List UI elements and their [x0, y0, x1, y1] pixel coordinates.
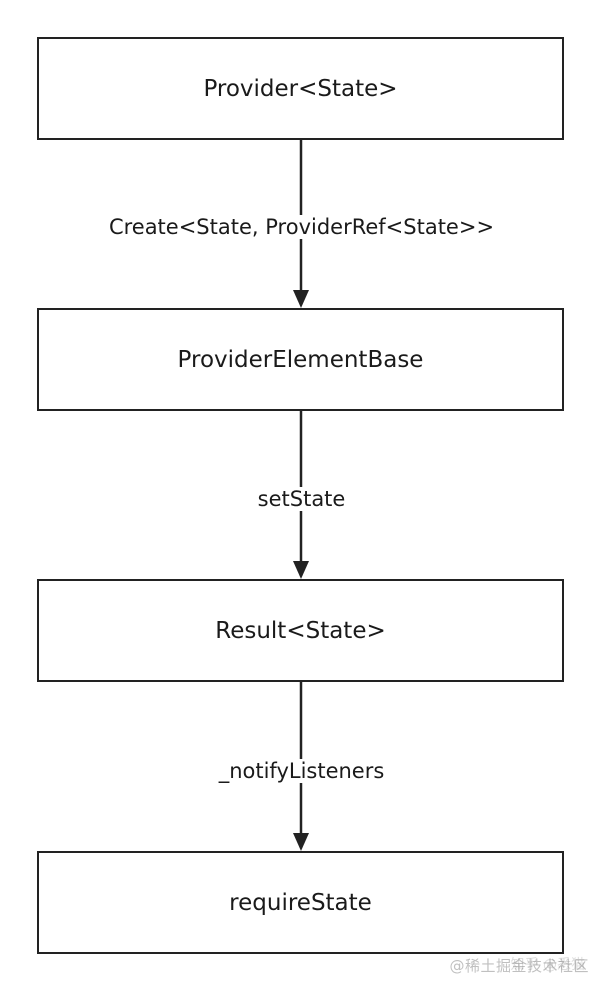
edge-2-label-text: setState — [255, 487, 348, 511]
watermark-primary: @稀土掘金技术社区 — [449, 957, 589, 975]
edge-1-label: Create<State, ProviderRef<State>> — [0, 213, 603, 241]
watermark-secondary: 知乎 @悉猫 — [510, 957, 585, 973]
node-provider-state: Provider<State> — [37, 37, 564, 140]
node-result-state-label: Result<State> — [215, 617, 386, 644]
node-result-state: Result<State> — [37, 579, 564, 682]
node-require-state: requireState — [37, 851, 564, 954]
edge-3-label: _notifyListeners — [0, 757, 603, 785]
node-require-state-label: requireState — [229, 889, 372, 916]
edge-2-label: setState — [0, 485, 603, 513]
node-provider-state-label: Provider<State> — [203, 75, 398, 102]
edge-2-arrowhead — [293, 561, 309, 579]
edge-3-arrowhead — [293, 833, 309, 851]
edge-1-label-text: Create<State, ProviderRef<State>> — [106, 215, 497, 239]
node-provider-element-base-label: ProviderElementBase — [177, 346, 424, 373]
node-provider-element-base: ProviderElementBase — [37, 308, 564, 411]
edge-1-arrowhead — [293, 290, 309, 308]
edge-3-label-text: _notifyListeners — [216, 759, 387, 783]
